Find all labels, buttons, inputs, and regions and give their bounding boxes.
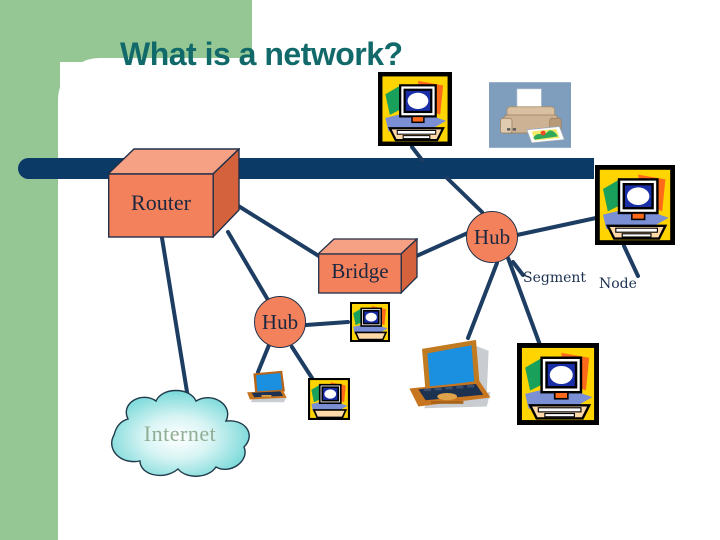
router-label: Router bbox=[131, 190, 191, 215]
router-box-shape bbox=[106, 147, 241, 239]
printer-icon bbox=[489, 82, 571, 148]
bridge-box-shape bbox=[316, 237, 419, 295]
desktop-computer-icon bbox=[517, 343, 599, 425]
laptop-large bbox=[404, 336, 494, 414]
hub-right-node[interactable]: Hub bbox=[466, 211, 518, 263]
laptop-small bbox=[243, 368, 289, 404]
router-node[interactable]: Router bbox=[106, 147, 241, 239]
segment-annotation: Segment bbox=[523, 270, 587, 286]
desktop-computer-small-lower bbox=[306, 378, 352, 420]
cloud-shape bbox=[111, 389, 250, 477]
bridge-node[interactable]: Bridge bbox=[316, 237, 419, 295]
desktop-computer-icon bbox=[308, 378, 350, 420]
bridge-label: Bridge bbox=[331, 259, 389, 283]
top-green-band bbox=[0, 0, 252, 62]
desktop-computer-top-left bbox=[378, 72, 452, 146]
desktop-computer-icon bbox=[378, 72, 452, 146]
laptop-icon bbox=[247, 370, 287, 403]
desktop-computer-small-mid bbox=[348, 302, 392, 342]
node-annotation: Node bbox=[599, 276, 637, 292]
laptop-icon bbox=[409, 339, 491, 409]
desktop-computer-right bbox=[595, 165, 675, 245]
desktop-computer-bottom-right bbox=[517, 343, 599, 425]
desktop-computer-icon bbox=[350, 302, 390, 342]
left-green-panel bbox=[0, 0, 60, 540]
hub-left-label: Hub bbox=[261, 309, 299, 334]
internet-cloud-node[interactable]: Internet bbox=[90, 385, 270, 480]
hub-right-label: Hub bbox=[473, 224, 511, 249]
hub-left-node[interactable]: Hub bbox=[254, 296, 306, 348]
printer-icon-shape bbox=[489, 82, 571, 148]
internet-cloud-label: Internet bbox=[143, 421, 217, 446]
page-title: What is a network? bbox=[120, 36, 403, 72]
desktop-computer-icon bbox=[595, 165, 675, 245]
